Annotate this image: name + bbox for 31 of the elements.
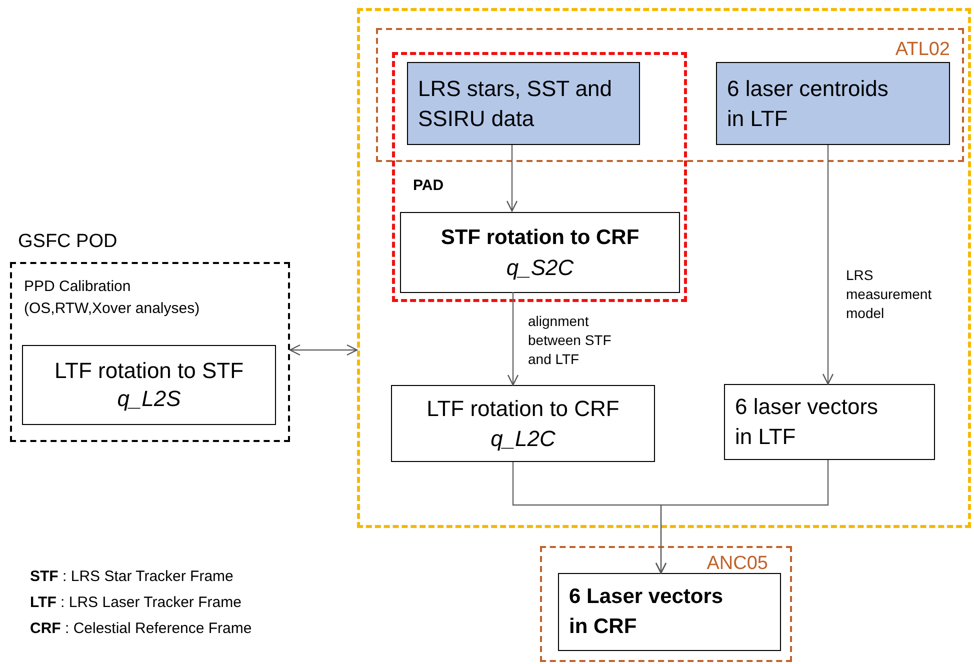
box-title: STF rotation to CRF <box>440 224 640 250</box>
arrow <box>289 344 358 356</box>
process-box <box>724 384 935 460</box>
group-title: PAD <box>413 176 444 196</box>
group-title: ANC05 <box>706 552 768 576</box>
arrow <box>507 292 519 386</box>
box-text: 6 laser vectors in LTF <box>735 393 880 451</box>
process-box <box>391 385 655 462</box>
box-title: LTF rotation to CRF <box>426 394 620 422</box>
box-text: 6 Laser vectors in CRF <box>569 584 724 640</box>
data-box <box>716 62 950 145</box>
box-text: 6 laser centroids in LTF <box>727 74 890 132</box>
process-box <box>400 212 680 293</box>
box-title: LTF rotation to STF <box>54 357 244 385</box>
group-title: ATL02 <box>895 38 950 62</box>
dashed-group-frame <box>540 546 792 662</box>
arrow <box>506 145 518 212</box>
data-box <box>407 62 640 145</box>
group-subtitle: PPD Calibration (OS,RTW,Xover analyses) <box>24 277 201 319</box>
definition-text: LTF : LRS Laser Tracker Frame <box>30 593 242 613</box>
definition-text: CRF : Celestial Reference Frame <box>30 619 252 639</box>
box-text: LRS stars, SST and SSIRU data <box>418 74 614 132</box>
output-box <box>558 573 781 651</box>
process-box <box>22 345 276 425</box>
variable-name: q_L2C <box>490 424 556 453</box>
variable-name: q_L2S <box>117 385 181 413</box>
arrow <box>822 145 834 385</box>
variable-name: q_S2C <box>506 254 574 282</box>
group-title: GSFC POD <box>18 230 118 254</box>
definition-text: STF : LRS Star Tracker Frame <box>30 567 234 587</box>
arrow <box>655 460 829 574</box>
